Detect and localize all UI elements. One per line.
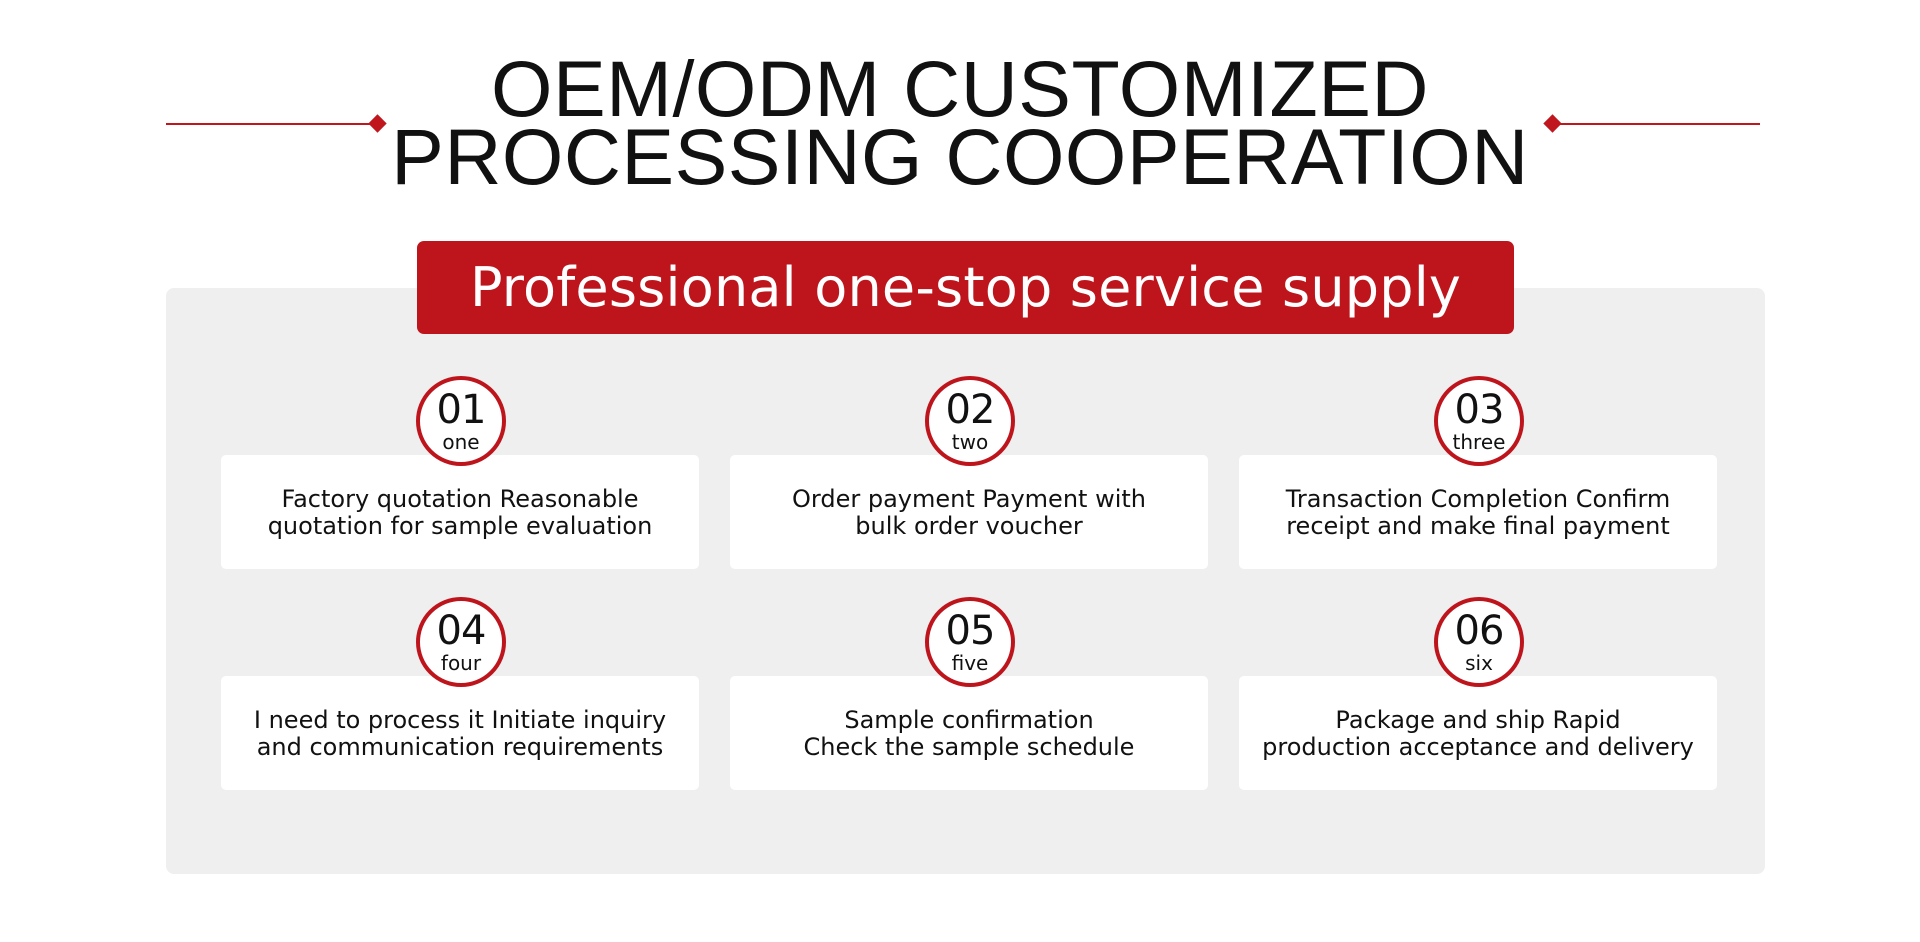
step-number: 02 bbox=[945, 387, 996, 433]
step-description-line-2: bulk order voucher bbox=[855, 512, 1083, 540]
step-description: Sample confirmation Check the sample sch… bbox=[739, 707, 1199, 761]
step-badge-6: 06 six bbox=[1434, 597, 1524, 687]
step-card-5: Sample confirmation Check the sample sch… bbox=[730, 676, 1208, 790]
step-card-6: Package and ship Rapid production accept… bbox=[1239, 676, 1717, 790]
step-word: six bbox=[1465, 651, 1493, 675]
step-description-line-2: and communication requirements bbox=[256, 733, 664, 761]
step-word: two bbox=[951, 430, 989, 454]
decorative-line-right bbox=[1553, 123, 1760, 125]
step-badge-2: 02 two bbox=[925, 376, 1015, 466]
step-word: one bbox=[442, 430, 480, 454]
step-description-line-1: Order payment Payment with bbox=[792, 485, 1146, 513]
step-description-line-1: I need to process it Initiate inquiry bbox=[253, 706, 667, 734]
service-banner-text: Professional one-stop service supply bbox=[469, 256, 1462, 319]
step-description-line-2: receipt and make final payment bbox=[1286, 512, 1670, 540]
step-number: 03 bbox=[1454, 387, 1505, 433]
step-number: 05 bbox=[945, 608, 996, 654]
step-description: I need to process it Initiate inquiry an… bbox=[230, 707, 690, 761]
step-word: three bbox=[1452, 430, 1506, 454]
step-badge-4: 04 four bbox=[416, 597, 506, 687]
step-description-line-1: Factory quotation Reasonable bbox=[281, 485, 639, 513]
step-description-line-2: production acceptance and delivery bbox=[1262, 733, 1694, 761]
step-badge-3: 03 three bbox=[1434, 376, 1524, 466]
step-card-4: I need to process it Initiate inquiry an… bbox=[221, 676, 699, 790]
decorative-line-left bbox=[166, 123, 378, 125]
step-word: four bbox=[440, 651, 482, 675]
page-title: OEM/ODM CUSTOMIZED PROCESSING COOPERATIO… bbox=[0, 44, 1920, 201]
page-title-line-2: PROCESSING COOPERATION bbox=[391, 112, 1529, 201]
page-title-line-1: OEM/ODM CUSTOMIZED bbox=[491, 44, 1429, 133]
step-description-line-1: Package and ship Rapid bbox=[1335, 706, 1621, 734]
step-card-3: Transaction Completion Confirm receipt a… bbox=[1239, 455, 1717, 569]
step-description: Order payment Payment with bulk order vo… bbox=[739, 486, 1199, 540]
step-word: five bbox=[951, 651, 989, 675]
step-badge-1: 01 one bbox=[416, 376, 506, 466]
service-banner: Professional one-stop service supply bbox=[417, 241, 1514, 334]
step-description-line-2: quotation for sample evaluation bbox=[267, 512, 653, 540]
step-badge-5: 05 five bbox=[925, 597, 1015, 687]
step-number: 06 bbox=[1454, 608, 1505, 654]
step-card-2: Order payment Payment with bulk order vo… bbox=[730, 455, 1208, 569]
step-card-1: Factory quotation Reasonable quotation f… bbox=[221, 455, 699, 569]
step-description: Package and ship Rapid production accept… bbox=[1248, 707, 1708, 761]
step-description-line-1: Transaction Completion Confirm bbox=[1285, 485, 1671, 513]
step-description-line-2: Check the sample schedule bbox=[803, 733, 1135, 761]
step-description-line-1: Sample confirmation bbox=[844, 706, 1094, 734]
step-number: 01 bbox=[436, 387, 487, 433]
step-description: Transaction Completion Confirm receipt a… bbox=[1248, 486, 1708, 540]
step-description: Factory quotation Reasonable quotation f… bbox=[230, 486, 690, 540]
step-number: 04 bbox=[436, 608, 487, 654]
